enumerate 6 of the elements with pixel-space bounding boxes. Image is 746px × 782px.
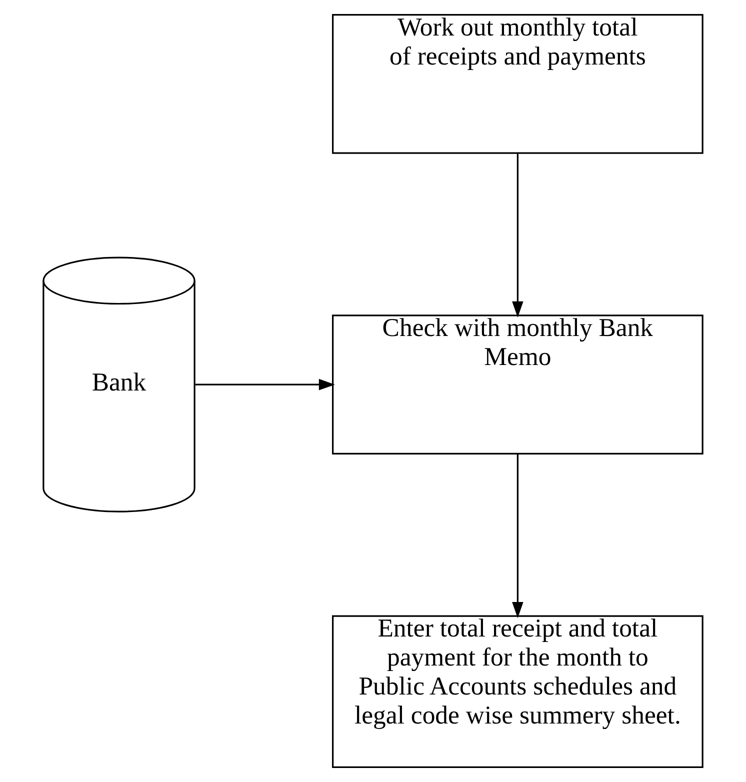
arrow bbox=[195, 378, 335, 390]
arrow bbox=[512, 454, 524, 618]
node-box: Work out monthly total of receipts and payments bbox=[332, 14, 704, 154]
arrow bbox=[512, 154, 524, 318]
node-box: Enter total receipt and total payment for the month to Public Accounts schedules and legal code wise summery sheet. bbox=[332, 615, 704, 768]
node-box: Check with monthly Bank Memo bbox=[332, 314, 704, 454]
